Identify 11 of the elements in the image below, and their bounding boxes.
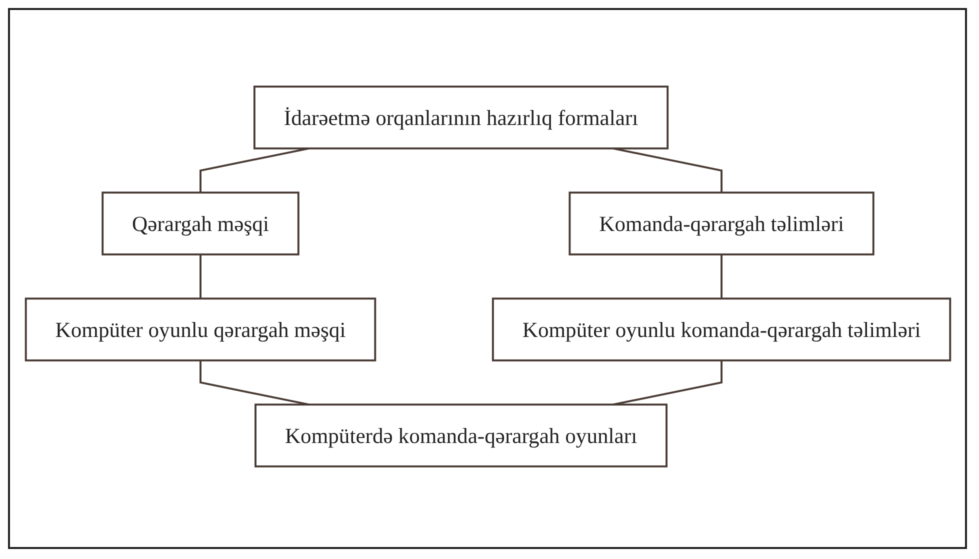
node-box: Kompüter oyunlu qərargah məşqi <box>24 297 376 361</box>
connector <box>199 254 201 298</box>
connector <box>612 146 722 192</box>
connector <box>199 360 309 406</box>
node-box: İdarəetmə orqanlarının hazırlıq formaları <box>252 85 668 149</box>
node-box: Qərargah məşqi <box>101 191 299 255</box>
node-box: Komanda-qərargah təlimləri <box>568 191 874 255</box>
node-box: Kompüterdə komanda-qərargah oyunları <box>254 403 668 467</box>
node-box: Kompüter oyunlu komanda-qərargah təlimləri <box>491 297 951 361</box>
connector <box>720 254 722 298</box>
connector <box>199 146 309 192</box>
